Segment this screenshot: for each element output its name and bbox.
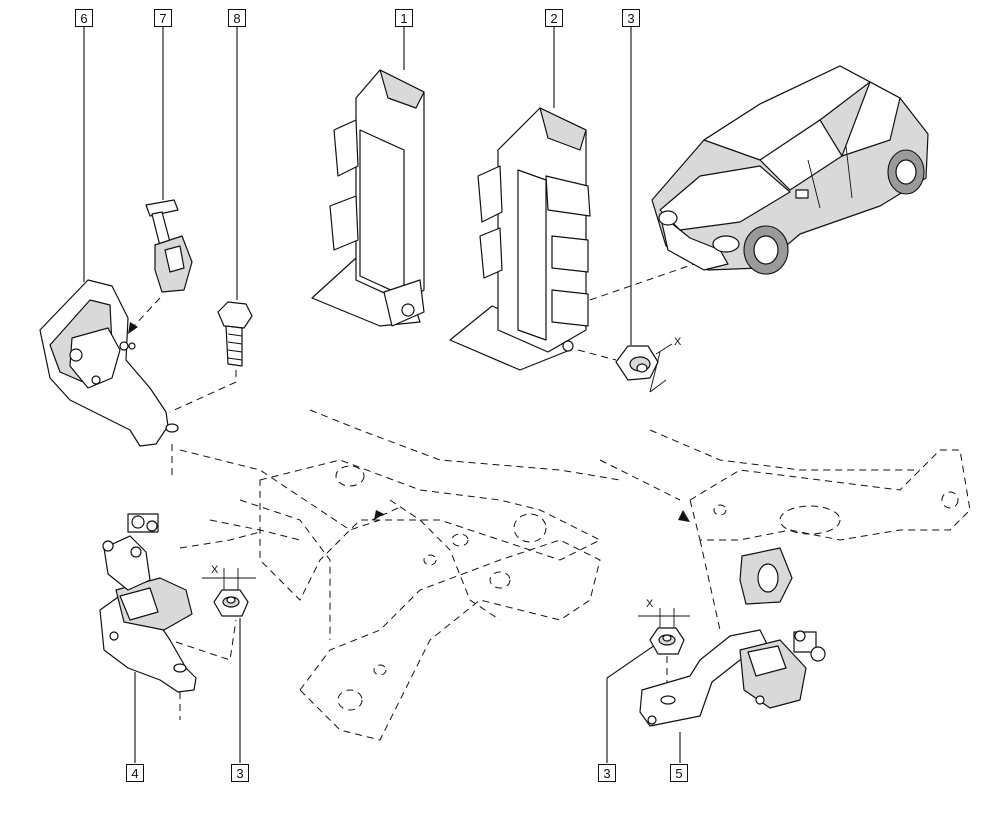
callout-3-left: 3 bbox=[231, 764, 249, 782]
callout-4: 4 bbox=[126, 764, 144, 782]
assembly-path-car bbox=[589, 261, 701, 301]
part-4-front-sensor-bracket bbox=[99, 513, 197, 693]
assembly-path-2 bbox=[577, 349, 617, 361]
vehicle-illustration bbox=[651, 65, 929, 275]
part-6-front-bracket bbox=[39, 279, 179, 447]
dimension-x-right bbox=[638, 608, 690, 628]
part-3-nut-top bbox=[615, 345, 659, 381]
rear-axle-outline bbox=[599, 429, 971, 605]
assembly-path-front bbox=[371, 507, 399, 521]
arrow-head-front bbox=[374, 510, 384, 520]
dimension-x-top bbox=[649, 343, 673, 393]
assembly-path-3-left bbox=[175, 619, 237, 661]
part-5-rear-sensor-bracket bbox=[639, 629, 826, 727]
arrow-head-rear bbox=[678, 510, 690, 522]
dimension-label-x-left: X bbox=[211, 564, 219, 576]
callout-5: 5 bbox=[670, 764, 688, 782]
assembly-path-8 bbox=[169, 370, 237, 413]
assembly-path-7 bbox=[131, 297, 161, 329]
part-2-electronic-module bbox=[449, 107, 591, 371]
callout-2: 2 bbox=[545, 9, 563, 27]
assembly-path-4 bbox=[179, 531, 261, 549]
dimension-label-x-right: X bbox=[646, 598, 654, 610]
arrow-head-7 bbox=[128, 322, 138, 334]
callout-3-top: 3 bbox=[622, 9, 640, 27]
part-7-height-sensor bbox=[145, 199, 193, 293]
part-3-nut-left bbox=[213, 589, 249, 617]
part-1-module-holder bbox=[311, 69, 425, 327]
assembly-path-5 bbox=[699, 539, 721, 631]
dimension-label-x-top: X bbox=[674, 336, 682, 348]
part-8-bolt bbox=[217, 301, 253, 367]
dimension-x-left bbox=[202, 568, 256, 590]
front-subframe-outline bbox=[179, 409, 621, 741]
callout-8: 8 bbox=[228, 9, 246, 27]
callout-3-right: 3 bbox=[598, 764, 616, 782]
callout-6: 6 bbox=[75, 9, 93, 27]
callout-1: 1 bbox=[395, 9, 413, 27]
callout-7: 7 bbox=[154, 9, 172, 27]
part-3-nut-right bbox=[649, 627, 685, 655]
leader-lines bbox=[83, 27, 681, 763]
